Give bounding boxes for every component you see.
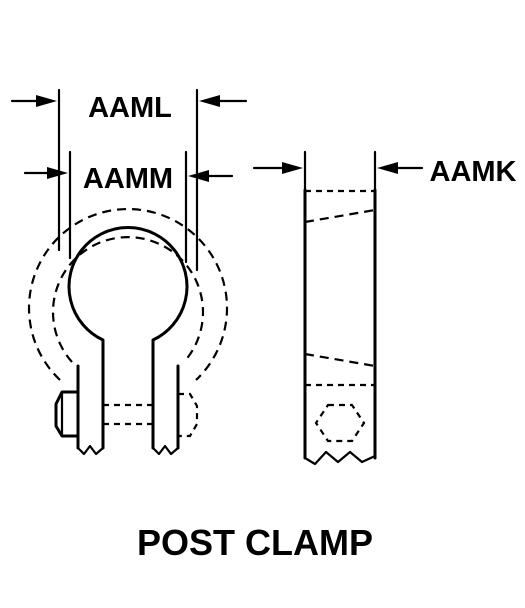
diagram-caption: POST CLAMP: [137, 522, 373, 563]
dimension-aamk: AAMK: [252, 150, 517, 192]
right-leg-break: [151, 444, 180, 456]
outer-dashed-ring: [27, 208, 229, 381]
dimension-aamm: AAMM: [23, 150, 234, 264]
dimension-aaml: AAML: [10, 88, 248, 272]
middle-dashed-ring: [51, 236, 205, 363]
bolt-head-right: [178, 392, 199, 438]
clamp-side-view: [303, 188, 377, 466]
aaml-arrow-right: [199, 95, 220, 107]
aaml-label: AAML: [88, 92, 172, 124]
aamm-arrow-left: [47, 167, 68, 179]
aamk-label: AAMK: [430, 156, 517, 188]
clamp-front-view: [27, 208, 229, 456]
bolt-nut-left: [54, 390, 80, 438]
aamm-label: AAMM: [83, 163, 173, 195]
clamp-body-outline: [67, 226, 189, 450]
aamk-arrow-right: [377, 162, 398, 174]
side-upper-diagonal: [304, 208, 376, 224]
aaml-arrow-left: [36, 95, 57, 107]
side-hex-nut: [314, 403, 366, 443]
aamm-arrow-right: [188, 170, 209, 182]
left-leg-break: [76, 444, 105, 456]
side-lower-diagonal: [304, 352, 376, 368]
aamk-arrow-left: [282, 162, 303, 174]
side-bottom-break: [303, 450, 377, 466]
